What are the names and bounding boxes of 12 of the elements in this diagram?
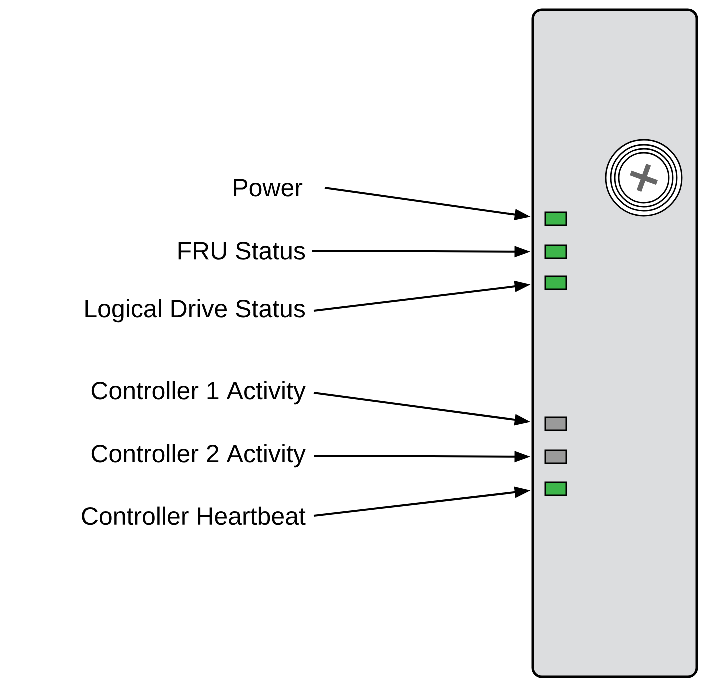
label-text: FRU Status [178, 242, 306, 260]
status-led [544, 450, 568, 464]
status-led [544, 482, 568, 496]
status-led [544, 416, 568, 432]
label-text: Power [234, 179, 303, 197]
status-led [544, 276, 568, 290]
label-text: Controller Heartbeat [82, 506, 306, 526]
label-text: Controller 1 Activity [92, 381, 306, 405]
status-led [544, 212, 568, 226]
label-text: Logical Drive Status [86, 299, 306, 323]
label-text: Controller 2 Activity [92, 444, 306, 468]
status-led [544, 244, 568, 260]
